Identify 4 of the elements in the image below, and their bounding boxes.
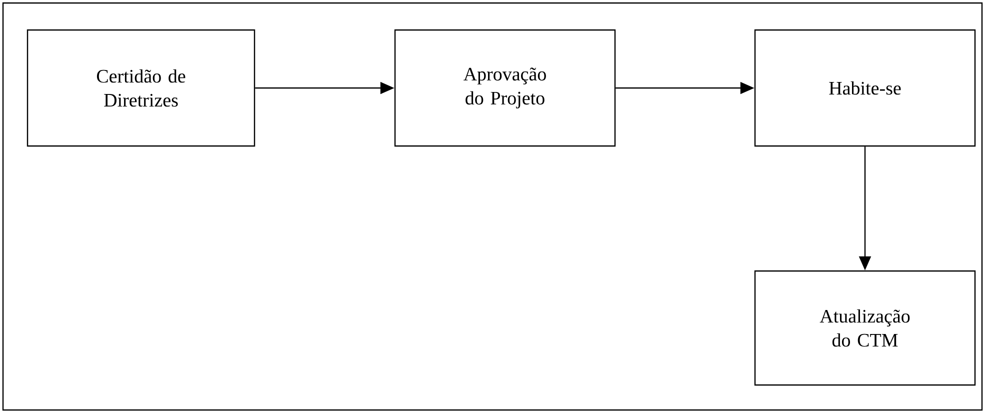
process-box: Atualização do CTM	[754, 270, 976, 386]
process-box: Aprovação do Projeto	[394, 29, 616, 147]
process-box: Certidão de Diretrizes	[26, 29, 256, 147]
process-box: Habite-se	[754, 29, 976, 147]
